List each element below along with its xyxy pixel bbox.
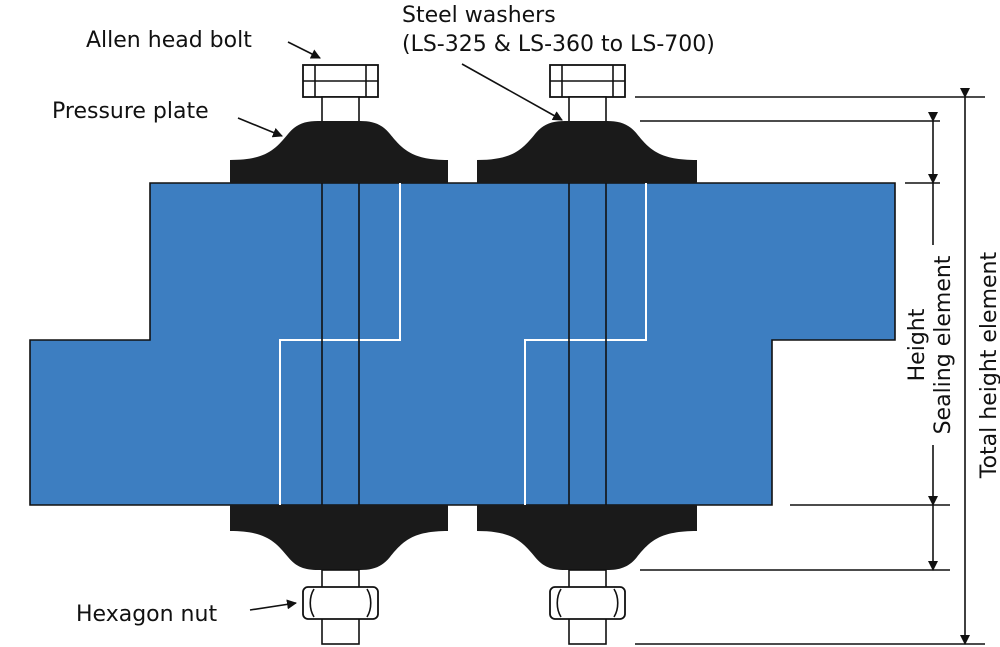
steel-washers-leader	[461, 63, 563, 121]
pressure-plate-label: Pressure plate	[52, 99, 209, 124]
bolt-shank-top-right	[568, 96, 607, 125]
pressure-plate-bottom-left	[230, 505, 448, 570]
hexagon-nut-label: Hexagon nut	[76, 602, 217, 627]
pressure-plate-top-right	[477, 121, 697, 183]
height-label: Height	[905, 308, 930, 381]
sealing-element-body	[29, 182, 896, 506]
bolt-shank-top-left	[321, 96, 360, 125]
pressure-plate-leader	[237, 117, 283, 138]
dimension-lines	[635, 88, 985, 645]
joint-line-right	[524, 183, 647, 505]
right-bolt-assembly	[477, 64, 697, 645]
allen-head-bolt-leader	[287, 41, 321, 59]
allen-head-bolt-label: Allen head bolt	[86, 28, 252, 53]
hexagon-nut-right	[549, 586, 626, 620]
steel-washers-label: Steel washers	[402, 3, 556, 28]
left-bolt-assembly	[230, 64, 448, 645]
steel-washers-subtitle: (LS-325 & LS-360 to LS-700)	[402, 32, 715, 57]
pressure-plate-top-left	[230, 121, 448, 183]
hexagon-nut-left	[302, 586, 379, 620]
hexagon-nut-leader	[249, 599, 297, 611]
pressure-plate-bottom-right	[477, 505, 697, 570]
joint-line-left	[279, 183, 401, 505]
total-height-label: Total height element	[977, 252, 1000, 480]
sealing-element-label: Sealing element	[931, 255, 956, 434]
